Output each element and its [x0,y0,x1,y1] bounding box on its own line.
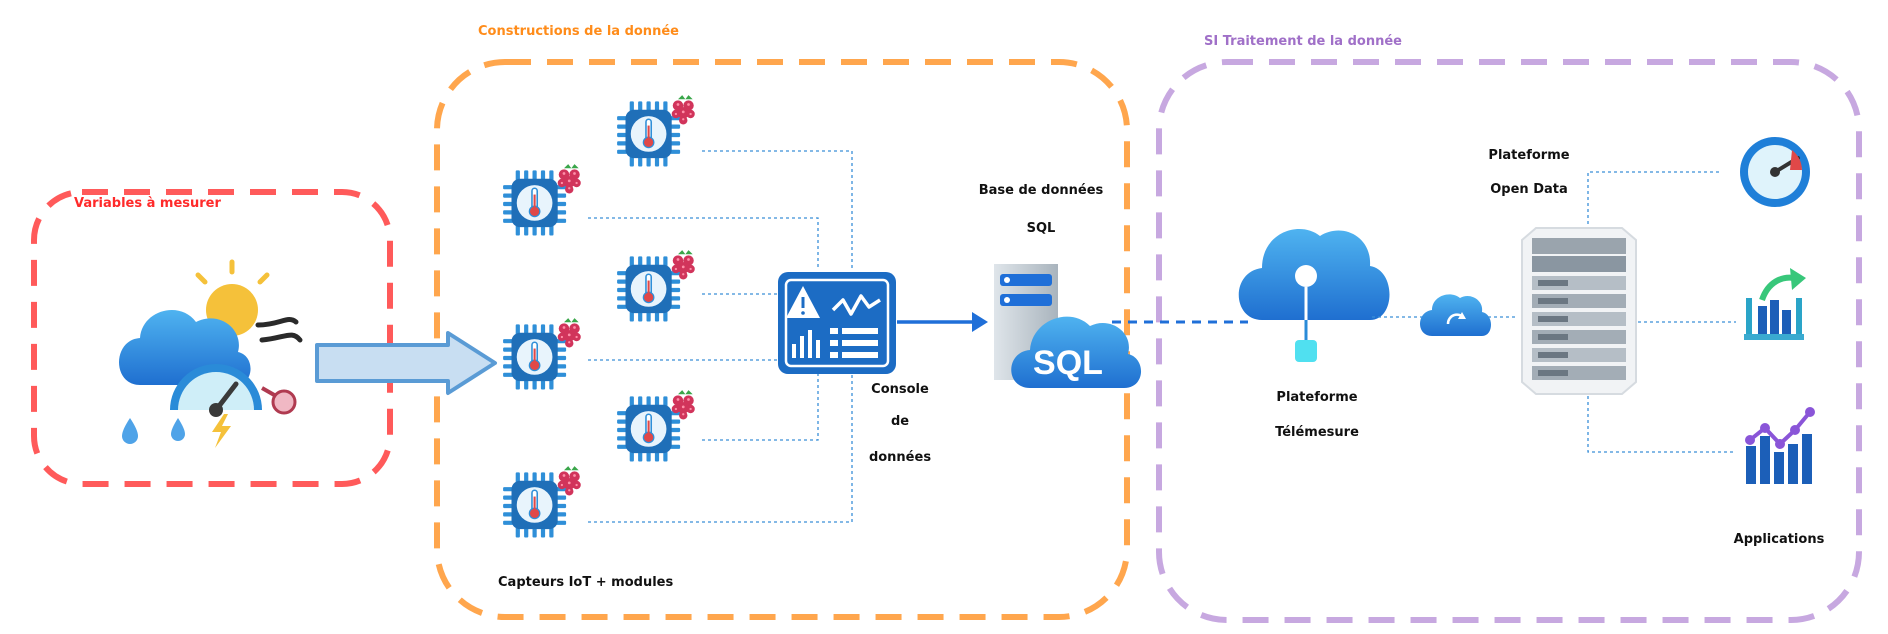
console-to-db-arrowhead [972,312,988,332]
label-applications: Applications [1733,532,1825,547]
label-capteurs: Capteurs IoT + modules [498,575,674,590]
label-opendata-1: Plateforme [1488,148,1570,163]
server-rack-icon [1521,227,1637,395]
group-title-variables: Variables à mesurer [74,196,221,211]
iot-sensor-icon [502,465,582,539]
group-constructions [434,59,1130,620]
sql-badge: SQL [1033,344,1103,382]
weather-icon [119,259,303,448]
line-chart-icon [1745,407,1815,484]
iot-sensor-icon [616,94,696,168]
label-console-3: données [868,450,932,465]
label-bdd-2: SQL [1026,221,1056,236]
gauge-icon [1740,137,1810,207]
iot-sensor-icon [502,163,582,237]
bar-chart-icon [1744,268,1806,340]
sensor-connectors [588,150,853,523]
group-si [1156,59,1862,623]
label-telemesure-1: Plateforme [1276,390,1358,405]
group-title-constructions: Constructions de la donnée [478,24,679,39]
iot-sensor-icon [616,389,696,463]
label-console-2: de [890,414,910,429]
iot-cloud-icon [1238,229,1390,362]
server-to-apps-connectors [1587,171,1736,453]
flow-arrow [315,331,497,395]
label-telemesure-2: Télémesure [1275,425,1359,440]
cloud-sync-icon [1420,294,1491,336]
iot-sensor-icon [616,249,696,323]
iot-sensor-icon [502,317,582,391]
monitoring-console-icon [778,272,896,374]
label-bdd-1: Base de données [978,183,1104,198]
group-variables [31,189,393,487]
group-title-si: SI Traitement de la donnée [1204,34,1402,49]
sql-database-icon [994,264,1142,388]
label-opendata-2: Open Data [1490,182,1568,197]
label-console-1: Console [871,382,929,397]
